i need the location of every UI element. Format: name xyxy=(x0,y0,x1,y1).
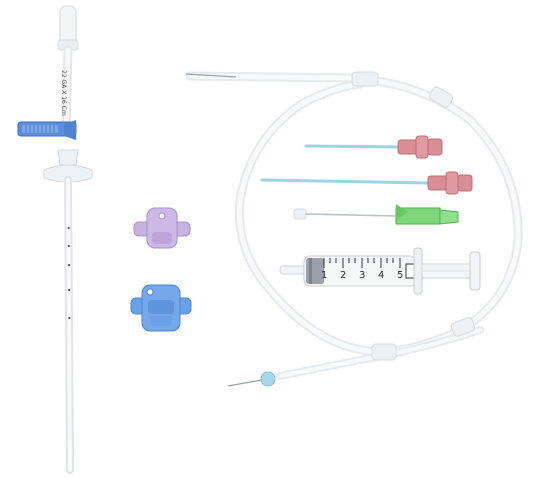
catheter-clamp xyxy=(17,120,77,140)
syringe-scale-3: 3 xyxy=(359,270,365,281)
suture-wing-clip-lilac xyxy=(133,207,191,249)
guidewire-loop xyxy=(185,71,523,387)
syringe-scale-1: 1 xyxy=(321,270,327,281)
introducer-needle-pink xyxy=(304,135,443,159)
catheter-print: 22 GA X 16 Cm xyxy=(60,70,67,116)
syringe-scale-2: 2 xyxy=(340,270,346,281)
introducer-needle-green xyxy=(293,204,459,225)
suture-wing-clip-blue xyxy=(130,284,192,332)
syringe-scale-4: 4 xyxy=(378,270,384,281)
syringe-5ml: 1 2 3 4 5 xyxy=(279,247,481,295)
central-venous-catheter: 22 GA X 16 Cm xyxy=(43,5,93,474)
syringe-scale-5: 5 xyxy=(397,270,403,281)
introducer-needle-pink-2 xyxy=(260,171,473,195)
